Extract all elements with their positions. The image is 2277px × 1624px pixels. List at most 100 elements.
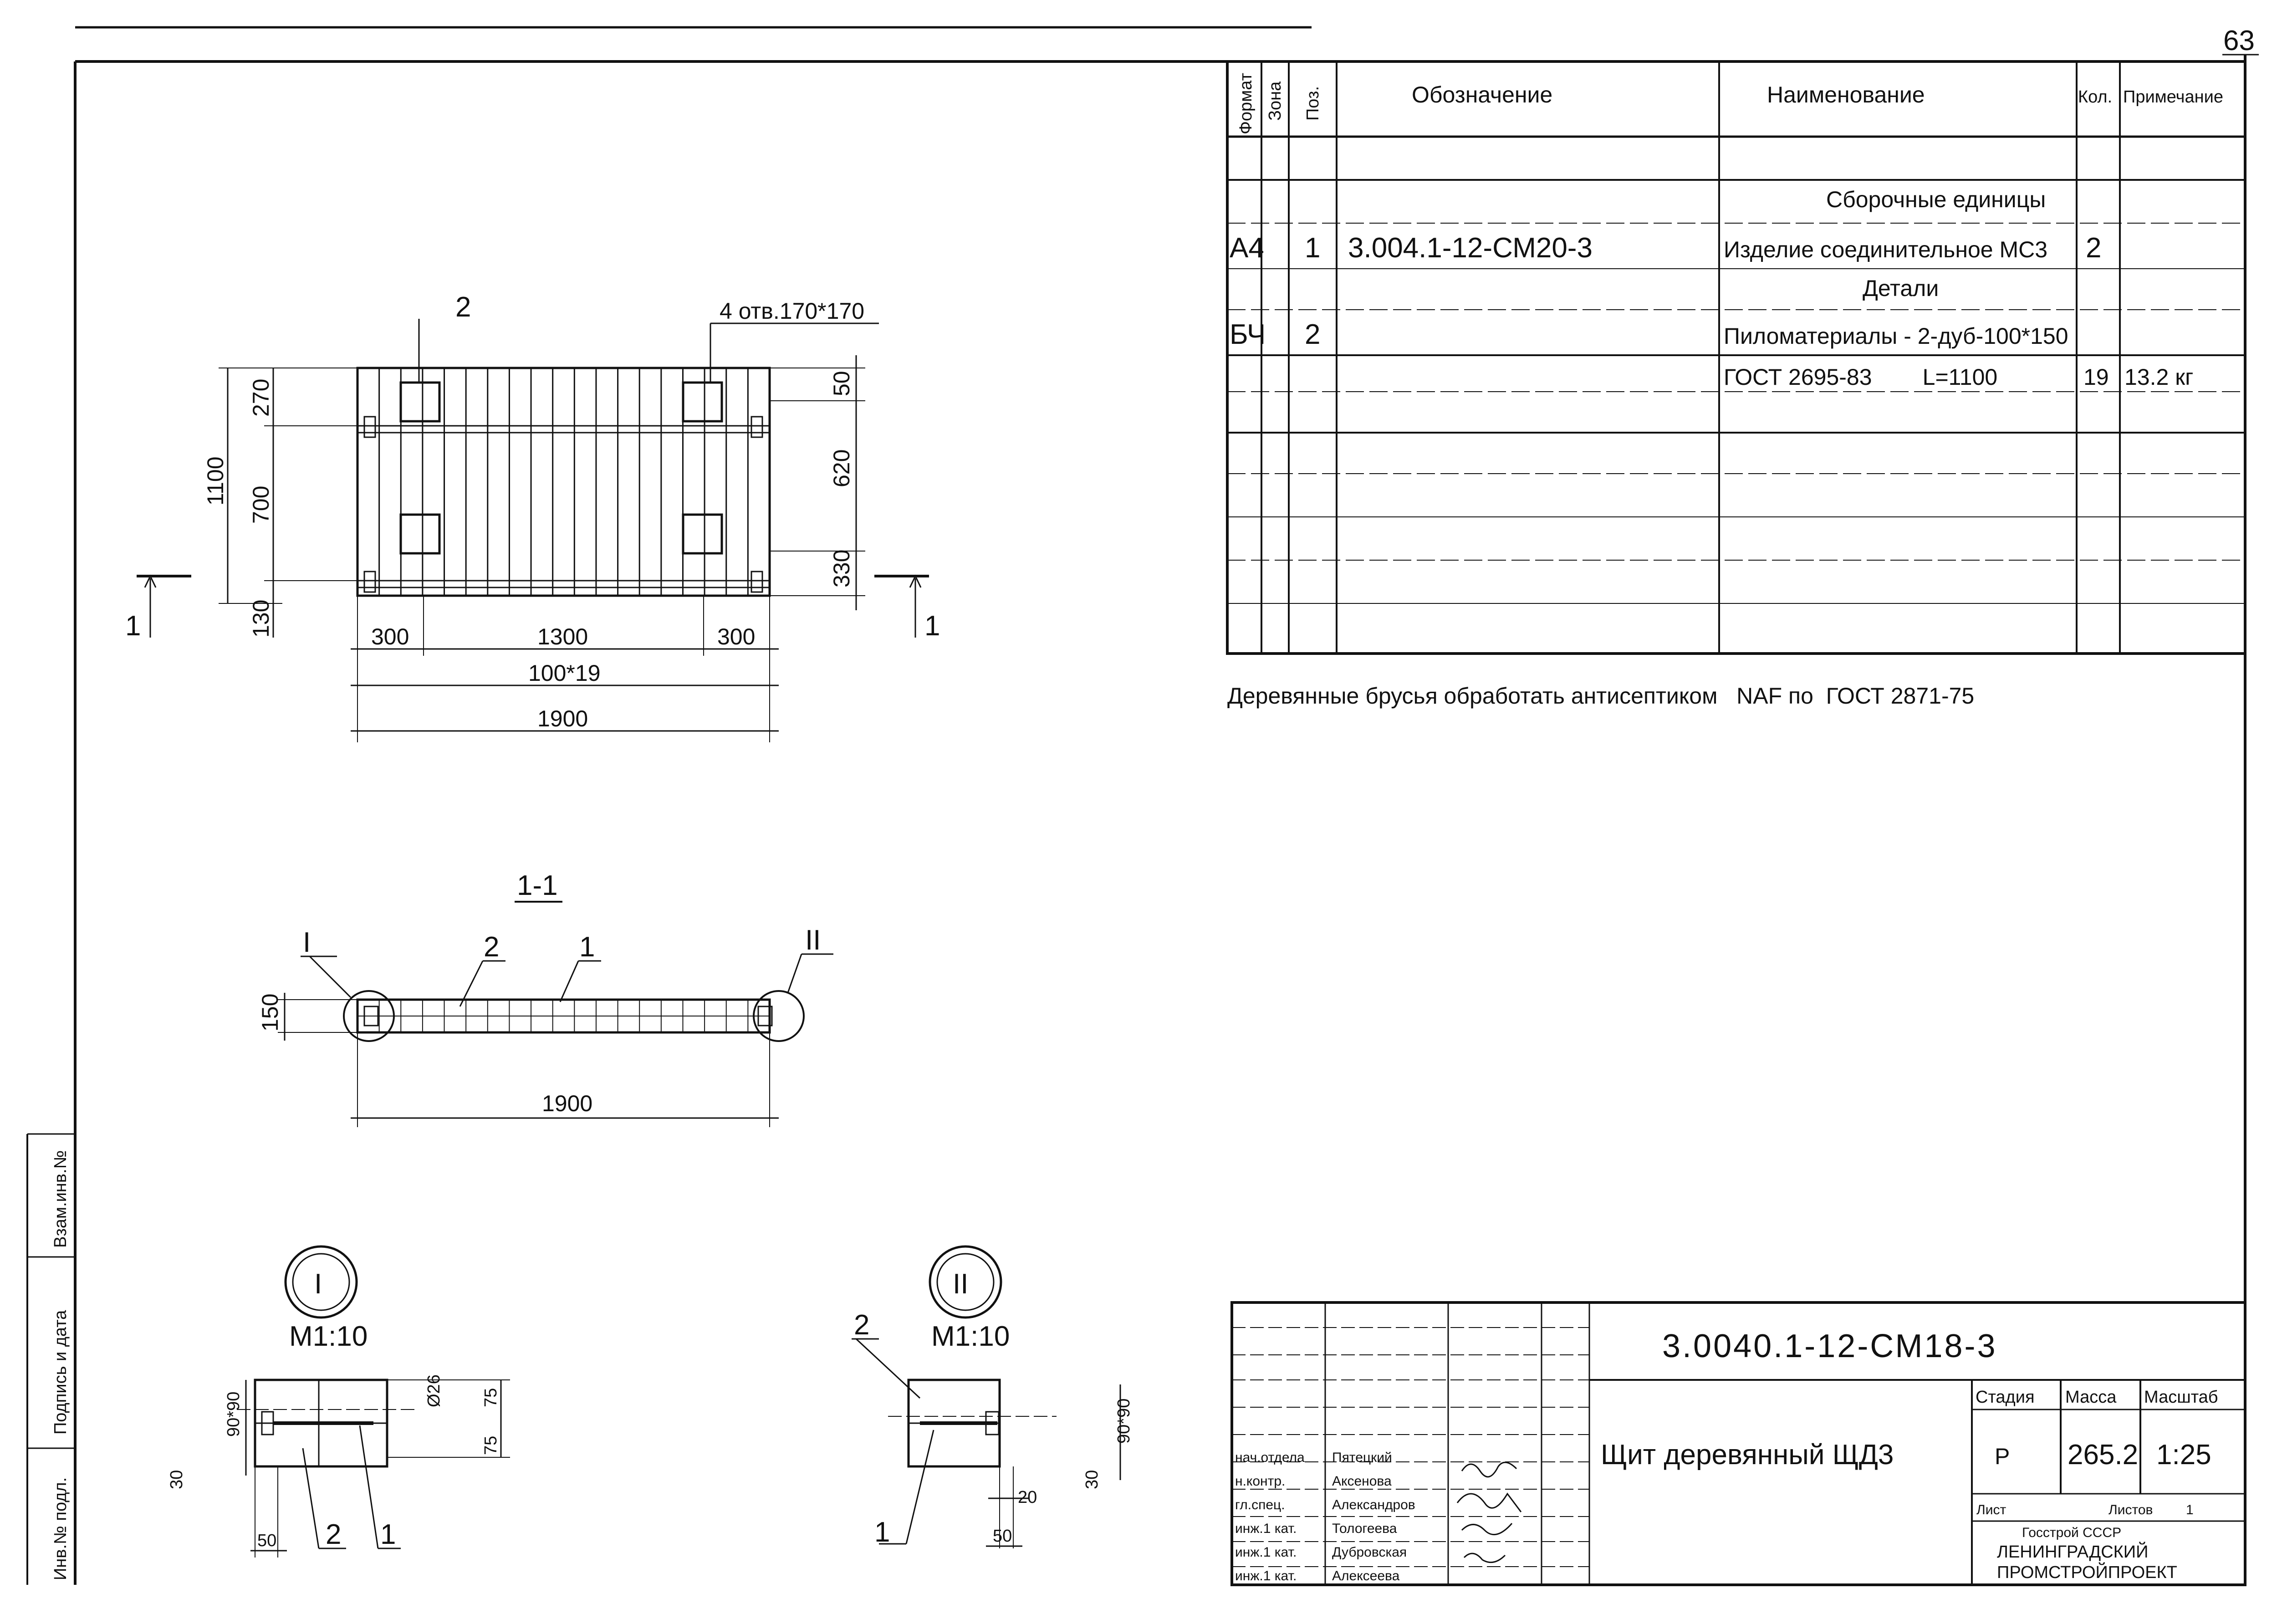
- spec-header-name: Наименование: [1767, 82, 1925, 107]
- detail-1-bottom: 75: [481, 1436, 500, 1455]
- section-marker-left: 1: [125, 610, 141, 642]
- spec-header-format: Формат: [1236, 73, 1256, 134]
- person-name: Тологеева: [1332, 1521, 1397, 1536]
- dim-right-mid: 620: [829, 449, 854, 487]
- title-block-title: Щит деревянный ЩД3: [1601, 1439, 1894, 1471]
- title-block-sheets: 1: [2186, 1502, 2194, 1517]
- detail-1: I M1:10 90*90 30 Ø26 75 75 50 2 1: [167, 1245, 510, 1558]
- spec-row-2-designation: 3.004.1-12-СМ20-3: [1348, 232, 1593, 264]
- dim-right-margin: 300: [717, 624, 755, 649]
- spec-row-2-name: Изделие соединительное МС3: [1724, 237, 2047, 262]
- spec-row-3-name: Детали: [1863, 276, 1939, 301]
- spec-row-2-qty: 2: [2086, 232, 2101, 264]
- title-block-code: 3.0040.1-12-СМ18-3: [1662, 1328, 1997, 1364]
- plan-hole: [682, 381, 723, 423]
- spec-row-lines: [1227, 179, 2245, 604]
- person-name: Алексеева: [1332, 1568, 1400, 1583]
- plan-hole: [682, 513, 723, 555]
- person-name: Дубровская: [1332, 1545, 1407, 1560]
- title-block-stage-label: Стадия: [1976, 1388, 2035, 1407]
- left-strip-sign: Подпись и дата: [51, 1310, 70, 1435]
- spec-table: Формат Зона Поз. Обозначение Наименовани…: [1226, 60, 2246, 655]
- plan-view: 2 4 отв.170*170 1 1 1100 270 700 130 50 …: [125, 291, 940, 742]
- section-length: 1900: [542, 1091, 592, 1116]
- title-block-mass-label: Масса: [2065, 1388, 2117, 1407]
- dim-middle: 700: [248, 486, 274, 524]
- title-block-org-1: Госстрой СССР: [2022, 1525, 2121, 1540]
- left-strip-inv: Инв.№ подл.: [51, 1477, 70, 1580]
- detail-2-right-v: 90*90: [1114, 1399, 1133, 1444]
- detail-1-scale: M1:10: [289, 1321, 368, 1352]
- dim-bottom: 130: [248, 600, 274, 638]
- title-block-sheet-label: Лист: [1976, 1502, 2006, 1517]
- plan-hole: [399, 513, 441, 555]
- person-role: нач.отдела: [1235, 1450, 1305, 1465]
- plan-label-2: 2: [455, 291, 471, 323]
- dim-right-bottom: 330: [829, 550, 854, 587]
- title-block-scale: 1:25: [2156, 1439, 2211, 1471]
- dim-total-width: 1900: [537, 706, 588, 731]
- left-strip: Инв.№ подл. Подпись и дата Взам.инв.№: [51, 1150, 70, 1580]
- dim-top-offset: 270: [248, 379, 274, 417]
- detail-1-left-v: 90*90: [224, 1392, 243, 1437]
- person-name: Аксенова: [1332, 1474, 1392, 1489]
- spec-row-5-qty: 19: [2083, 364, 2109, 390]
- person-role: инж.1 кат.: [1235, 1568, 1297, 1583]
- dim-right-top: 50: [829, 371, 854, 396]
- section-thickness: 150: [257, 994, 283, 1032]
- detail-1-left-30: 30: [167, 1470, 186, 1489]
- dim-total-height: 1100: [203, 456, 228, 506]
- spec-header-qty: Кол.: [2078, 87, 2112, 107]
- detail-1-diameter: Ø26: [424, 1374, 444, 1407]
- detail-2: II M1:10 2 1 90*90 30 20 50: [852, 1245, 1133, 1548]
- section-title: 1-1: [517, 870, 558, 901]
- title-block-org-2: ЛЕНИНГРАДСКИЙ: [1997, 1541, 2148, 1562]
- dim-left-margin: 300: [371, 624, 409, 649]
- section-view: 1-1 I II 2 1 150 1900: [257, 870, 833, 1127]
- section-callout-1: I: [303, 927, 311, 958]
- title-block-stage: Р: [1995, 1444, 2010, 1469]
- section-marker-right: 1: [924, 610, 940, 642]
- detail-2-numeral: II: [953, 1268, 968, 1300]
- sheet-number: 63: [2223, 25, 2255, 56]
- title-block-scale-label: Масштаб: [2144, 1388, 2218, 1407]
- detail-1-label-2: 2: [326, 1519, 341, 1550]
- spec-header-designation: Обозначение: [1412, 82, 1552, 107]
- spec-row-4-name: Пиломатериалы - 2-дуб-100*150: [1724, 323, 2068, 349]
- spec-header-zone: Зона: [1266, 81, 1285, 121]
- title-block: 3.0040.1-12-СМ18-3 Щит деревянный ЩД3 Ст…: [1230, 1301, 2246, 1586]
- section-label-1: 1: [579, 931, 595, 963]
- signatures: [1456, 1461, 1522, 1563]
- spec-row-5-name: ГОСТ 2695-83 L=1100: [1724, 364, 1997, 390]
- detail-1-top: 75: [481, 1388, 500, 1407]
- section-callout-2: II: [805, 924, 821, 956]
- detail-1-bottom-50: 50: [257, 1531, 276, 1550]
- spec-header-note: Примечание: [2123, 87, 2223, 107]
- antiseptic-note: Деревянные брусья обработать антисептико…: [1227, 683, 1974, 709]
- plan-boards: [378, 368, 749, 596]
- plan-holes-note: 4 отв.170*170: [720, 298, 864, 324]
- detail-2-right-30: 30: [1082, 1470, 1102, 1489]
- spec-header-pos: Поз.: [1303, 86, 1322, 121]
- person-name: Александров: [1332, 1497, 1415, 1512]
- detail-2-label-2: 2: [854, 1309, 869, 1341]
- spec-row-5-note: 13.2 кг: [2124, 364, 2193, 390]
- person-name: Пятецкий: [1332, 1450, 1392, 1465]
- detail-1-numeral: I: [314, 1268, 322, 1300]
- spec-row-2-pos: 1: [1305, 232, 1320, 264]
- person-role: гл.спец.: [1235, 1497, 1285, 1512]
- title-block-mass: 265.2: [2068, 1439, 2138, 1471]
- spec-row-1-name: Сборочные единицы: [1826, 187, 2046, 212]
- detail-2-bottom-50: 50: [993, 1527, 1012, 1546]
- title-block-sheets-label: Листов: [2109, 1502, 2153, 1517]
- title-block-row-lines: [1232, 1327, 1589, 1567]
- plan-hole: [399, 381, 441, 423]
- detail-2-scale: M1:10: [931, 1321, 1010, 1352]
- spec-row-4-pos: 2: [1305, 319, 1320, 350]
- dim-boards: 100*19: [528, 660, 601, 686]
- person-role: инж.1 кат.: [1235, 1545, 1297, 1560]
- detail-2-label-1: 1: [874, 1517, 890, 1548]
- detail-1-label-1: 1: [380, 1519, 396, 1550]
